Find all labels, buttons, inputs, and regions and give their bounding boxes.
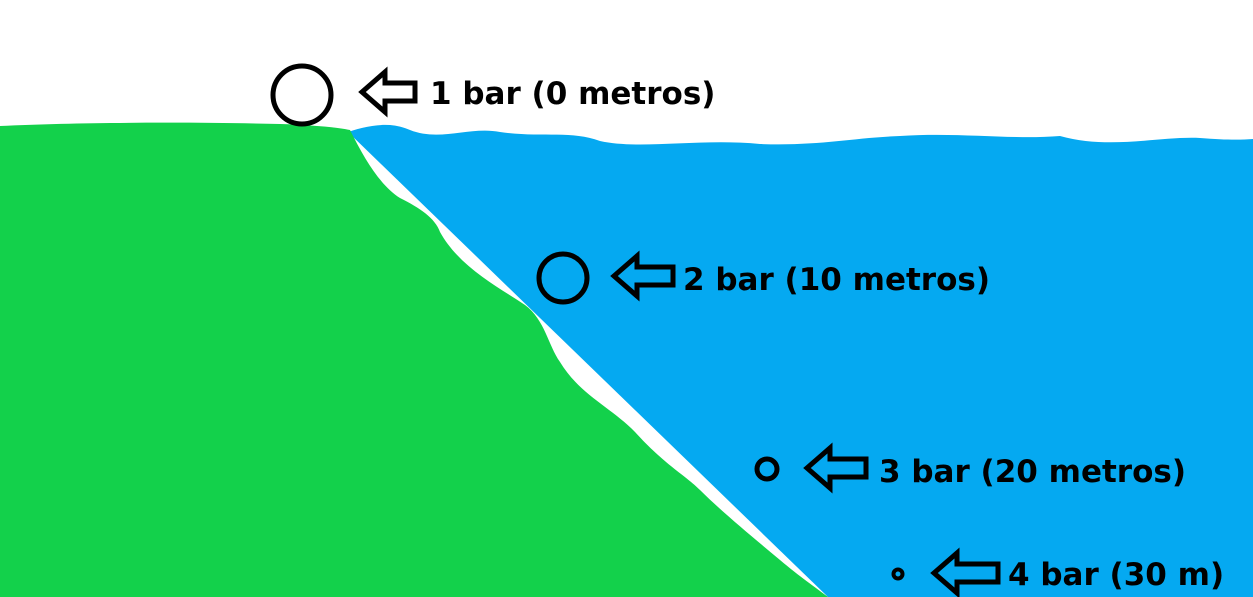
marker-3-label: 3 bar (20 metros) bbox=[879, 454, 1186, 490]
left-arrow-icon bbox=[362, 72, 415, 112]
marker-3: 3 bar (20 metros) bbox=[757, 448, 1186, 490]
marker-1: 1 bar (0 metros) bbox=[273, 66, 715, 124]
marker-1-label: 1 bar (0 metros) bbox=[430, 76, 715, 112]
marker-4-label: 4 bar (30 m) bbox=[1008, 557, 1224, 593]
marker-2-label: 2 bar (10 metros) bbox=[683, 262, 990, 298]
large-bubble bbox=[273, 66, 331, 124]
